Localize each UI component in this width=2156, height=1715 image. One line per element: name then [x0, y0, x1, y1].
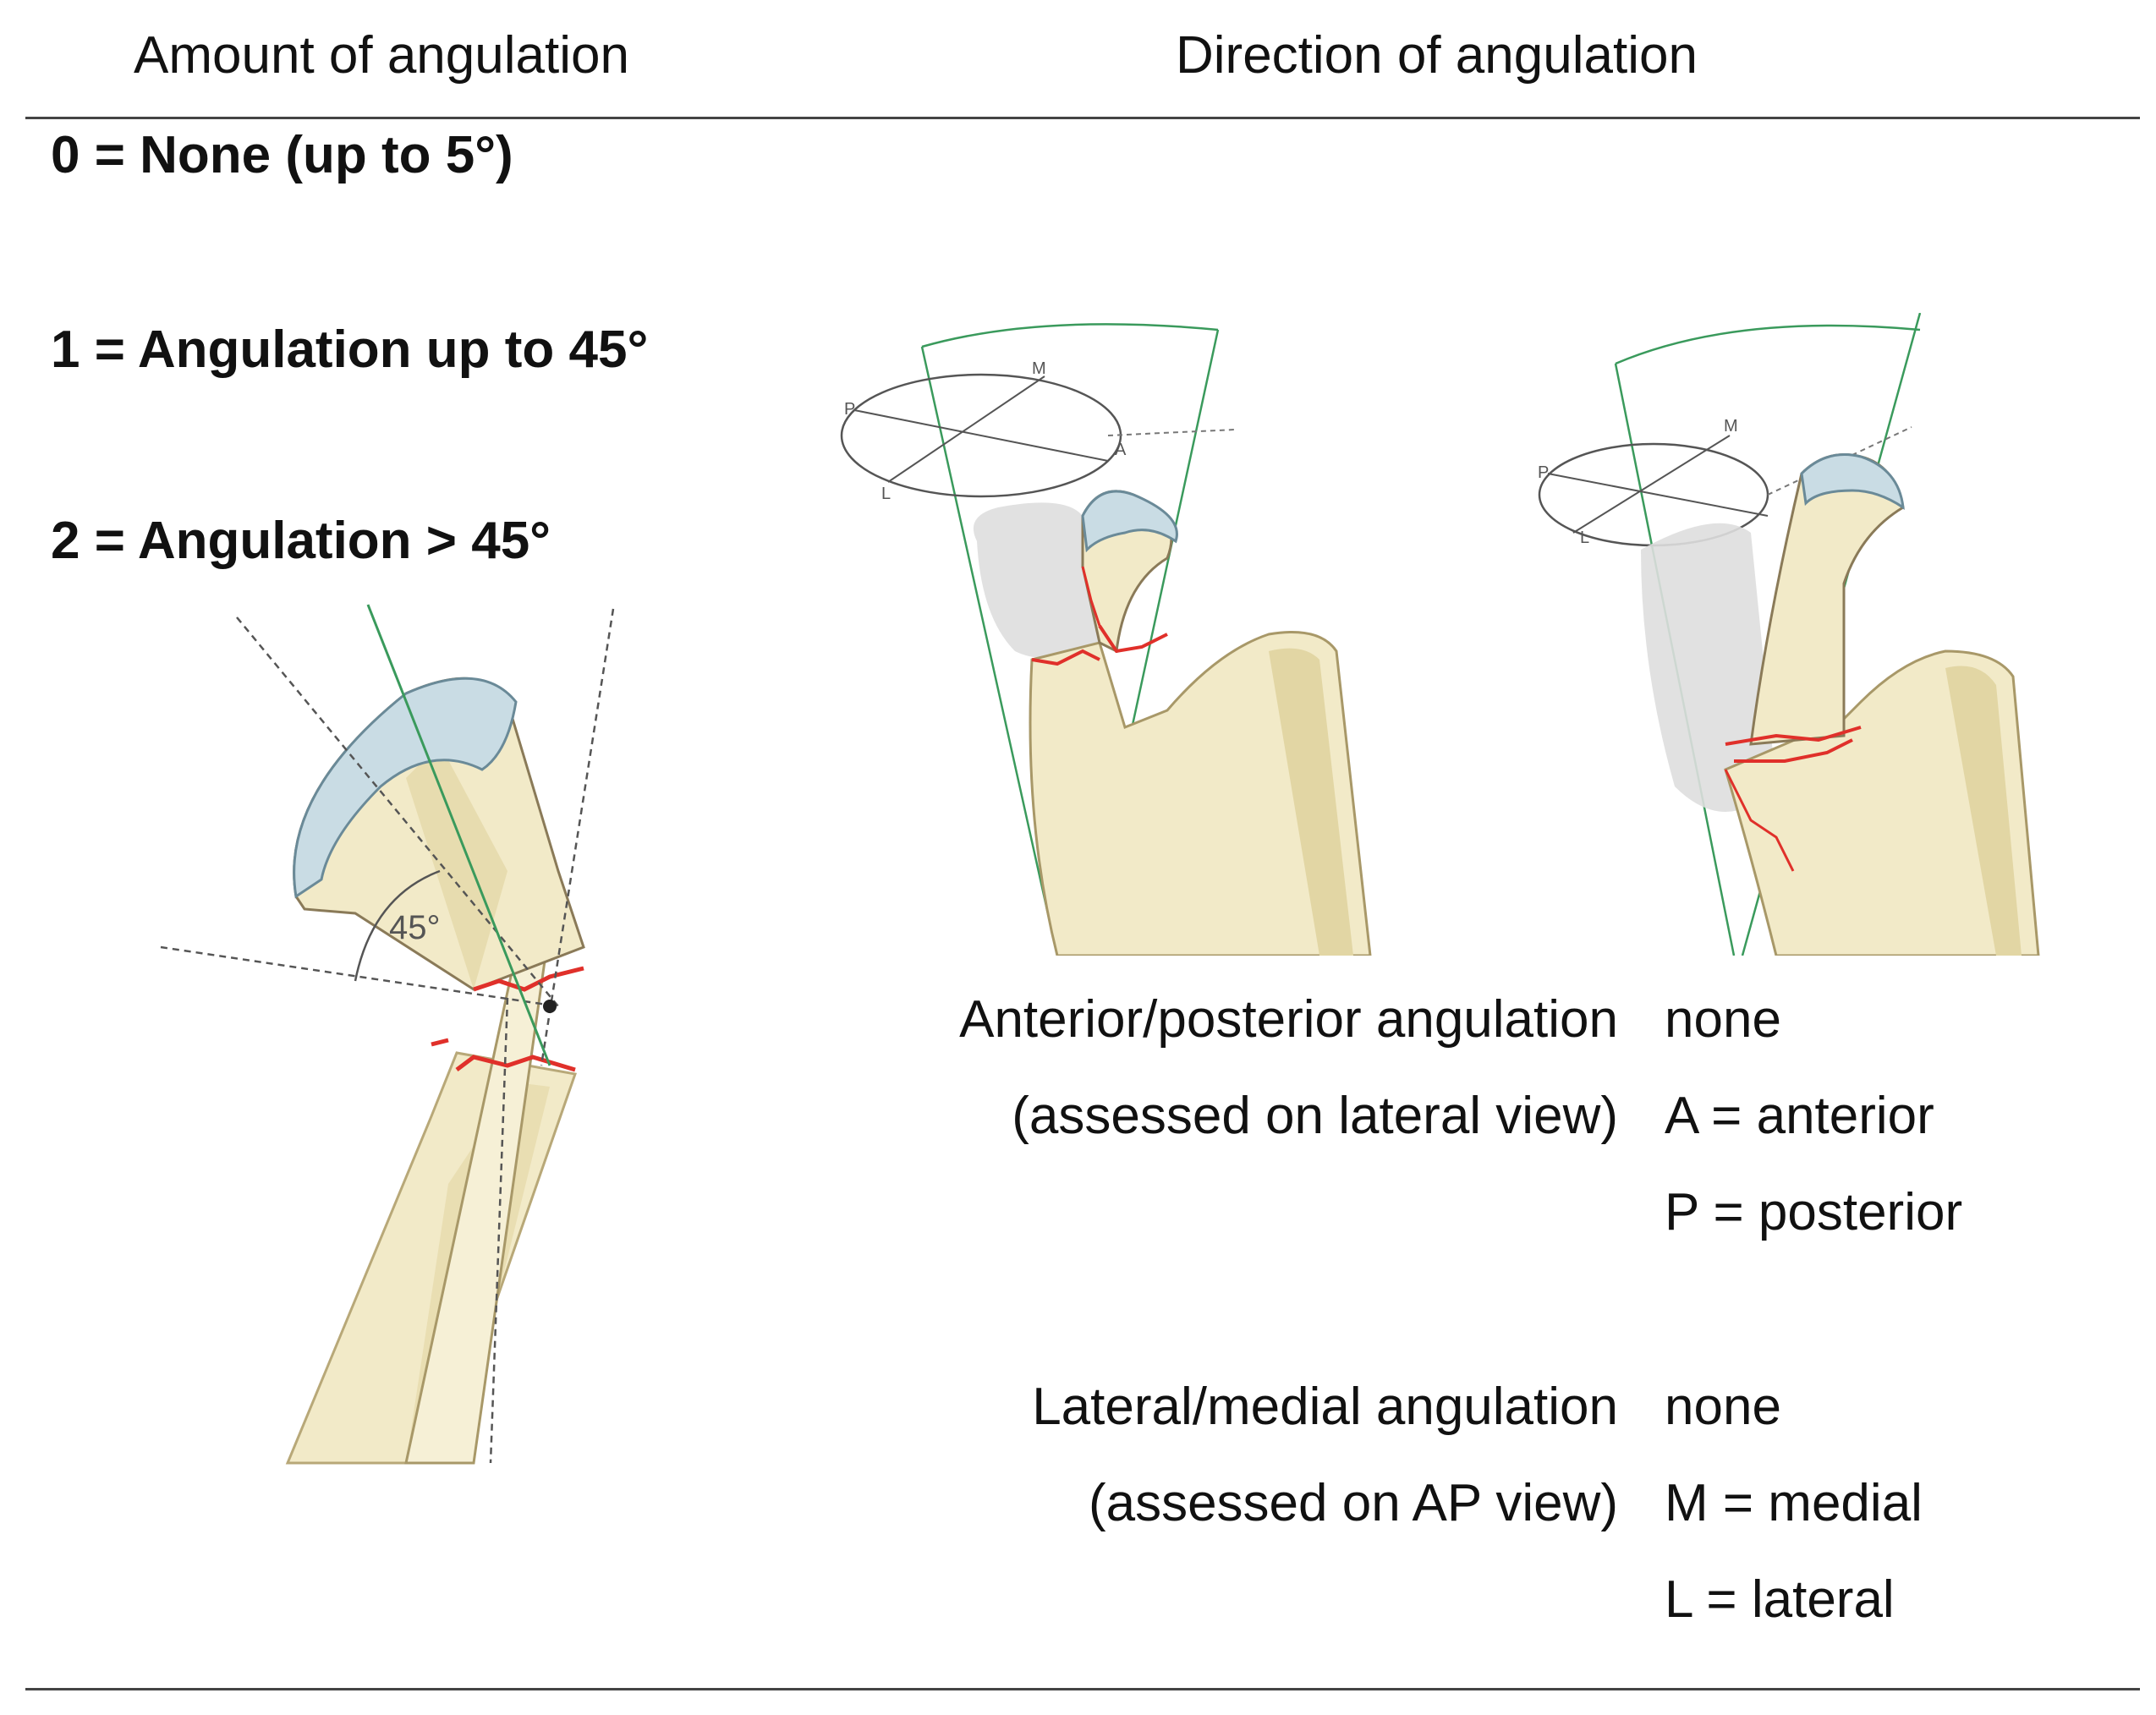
orient-l-ap: L: [1580, 529, 1589, 547]
figure-lateral-view: P M L A: [840, 323, 1372, 956]
orient-m-ap: M: [1724, 417, 1738, 436]
grade-0: 0 = None (up to 5°): [51, 126, 513, 184]
ap-option-anterior: A = anterior: [1665, 1087, 1934, 1145]
angle-label: 45°: [389, 909, 441, 946]
header-divider: [25, 117, 2140, 119]
orient-l: L: [881, 485, 891, 503]
header-amount: Amount of angulation: [134, 26, 629, 85]
figure-angulation-45: 45°: [160, 604, 615, 1465]
orient-m: M: [1032, 359, 1046, 378]
figure-ap-view: P M L: [1538, 313, 2040, 956]
grade-2: 2 = Angulation > 45°: [51, 512, 551, 570]
orient-a: A: [1115, 441, 1127, 459]
orient-p: P: [844, 400, 855, 419]
orient-p-ap: P: [1538, 463, 1549, 482]
lm-label: Lateral/medial angulation: [1032, 1378, 1618, 1436]
header-direction: Direction of angulation: [1176, 26, 1698, 85]
ap-option-posterior: P = posterior: [1665, 1183, 1963, 1241]
ap-label: Anterior/posterior angulation: [959, 990, 1618, 1049]
ap-option-none: none: [1665, 990, 1781, 1049]
lm-note: (assessed on AP view): [1088, 1474, 1618, 1532]
grade-1: 1 = Angulation up to 45°: [51, 321, 649, 379]
lm-option-lateral: L = lateral: [1665, 1570, 1895, 1629]
ap-note: (assessed on lateral view): [1012, 1087, 1618, 1145]
lm-option-none: none: [1665, 1378, 1781, 1436]
lm-option-medial: M = medial: [1665, 1474, 1923, 1532]
footer-divider: [25, 1688, 2140, 1690]
